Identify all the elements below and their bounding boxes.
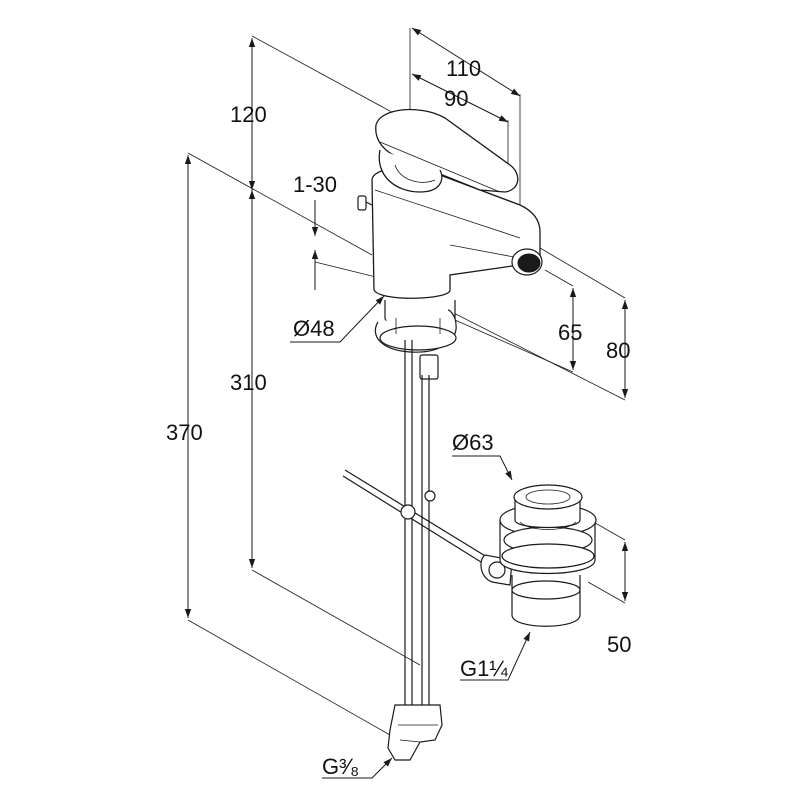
dimension-lines xyxy=(184,27,629,779)
dim-80: 80 xyxy=(606,338,630,363)
dim-1-30: 1-30 xyxy=(293,172,337,197)
dim-d48: Ø48 xyxy=(293,316,335,341)
pop-up-waste xyxy=(480,484,597,627)
dim-310: 310 xyxy=(230,370,267,395)
dim-g3-8: G³⁄₈ xyxy=(322,754,359,779)
dim-g1-1-4: G1¼ xyxy=(460,656,508,681)
dim-d63: Ø63 xyxy=(452,430,494,455)
mixer xyxy=(342,108,543,761)
mixer-lever xyxy=(375,108,519,193)
extension-lines xyxy=(187,28,626,736)
dim-50: 50 xyxy=(607,632,631,657)
dim-110: 110 xyxy=(446,56,481,81)
dimension-labels: 110 90 120 1-30 Ø48 310 370 65 80 Ø63 50… xyxy=(166,56,631,779)
dim-120: 120 xyxy=(230,102,267,127)
dim-90: 90 xyxy=(444,86,468,111)
dim-370: 370 xyxy=(166,420,203,445)
dim-65: 65 xyxy=(558,320,582,345)
